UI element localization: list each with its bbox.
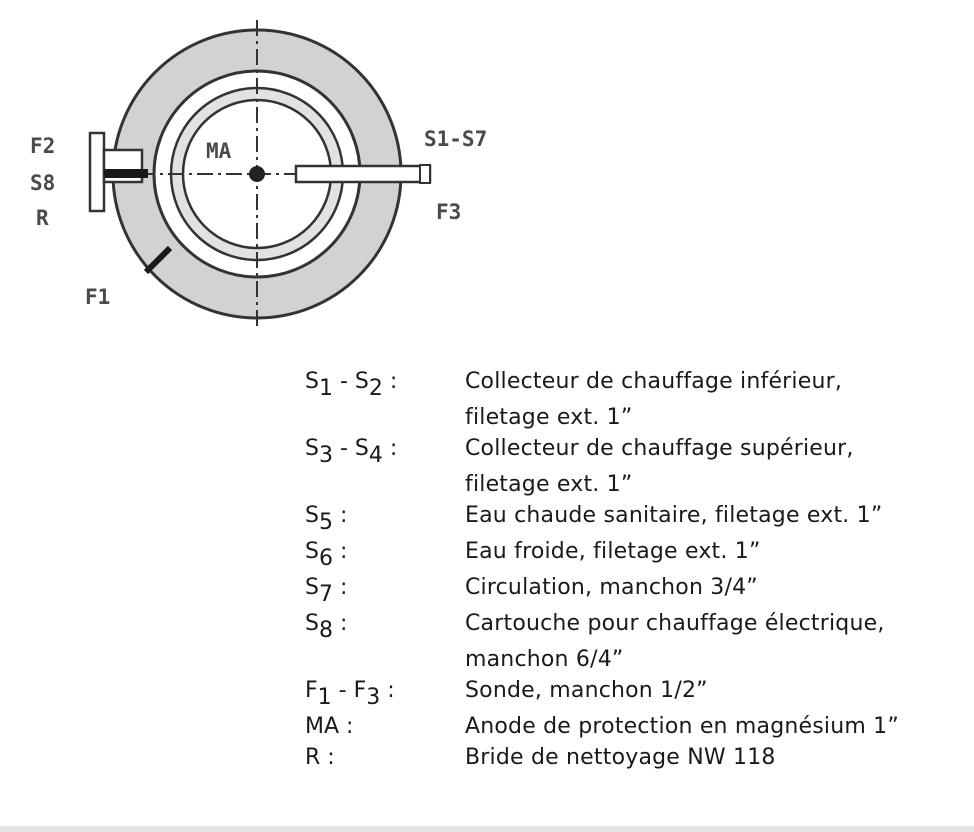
sensor-f1: [143, 245, 173, 275]
tank-top-view-diagram: F2 S8 R MA S1-S7 F3 F1: [30, 20, 487, 330]
legend-description: Eau chaude sanitaire, filetage ext. 1”: [465, 503, 883, 528]
label-s1-s7: S1-S7: [424, 127, 487, 151]
legend-description: Collecteur de chauffage supérieur,: [465, 436, 854, 461]
legend-description: filetage ext. 1”: [465, 405, 633, 430]
connection-pipe: [294, 164, 432, 184]
legend-code: S6 :: [305, 539, 348, 571]
legend-code: MA :: [305, 714, 354, 739]
label-f3: F3: [436, 200, 461, 224]
legend-description: Sonde, manchon 1/2”: [465, 678, 708, 703]
label-r: R: [36, 206, 49, 230]
connection-pipe-cap: [419, 164, 431, 184]
legend-code: S1 - S2 :: [305, 369, 398, 401]
legend-description: Eau froide, filetage ext. 1”: [465, 539, 761, 564]
label-s8: S8: [30, 171, 55, 195]
legend-description: Bride de nettoyage NW 118: [465, 745, 776, 770]
legend-code: F1 - F3 :: [305, 678, 395, 710]
cleaning-flange: [88, 131, 106, 213]
legend-code: S3 - S4 :: [305, 436, 398, 468]
label-f1: F1: [85, 285, 110, 309]
label-ma: MA: [206, 139, 232, 163]
heater-rod: [104, 169, 148, 178]
magnesium-anode-marker: [249, 166, 265, 182]
legend-description: Collecteur de chauffage inférieur,: [465, 369, 843, 394]
legend-description: filetage ext. 1”: [465, 472, 633, 497]
label-f2: F2: [30, 134, 55, 158]
bottom-divider: [0, 826, 974, 832]
legend-description: Anode de protection en magnésium 1”: [465, 714, 899, 739]
legend-code: S8 :: [305, 611, 348, 643]
legend-description: Circulation, manchon 3/4”: [465, 575, 758, 600]
legend-description: manchon 6/4”: [465, 647, 624, 672]
legend-code: R :: [305, 745, 335, 770]
legend-code: S5 :: [305, 503, 348, 535]
legend-code: S7 :: [305, 575, 348, 607]
legend-description: Cartouche pour chauffage électrique,: [465, 611, 885, 636]
